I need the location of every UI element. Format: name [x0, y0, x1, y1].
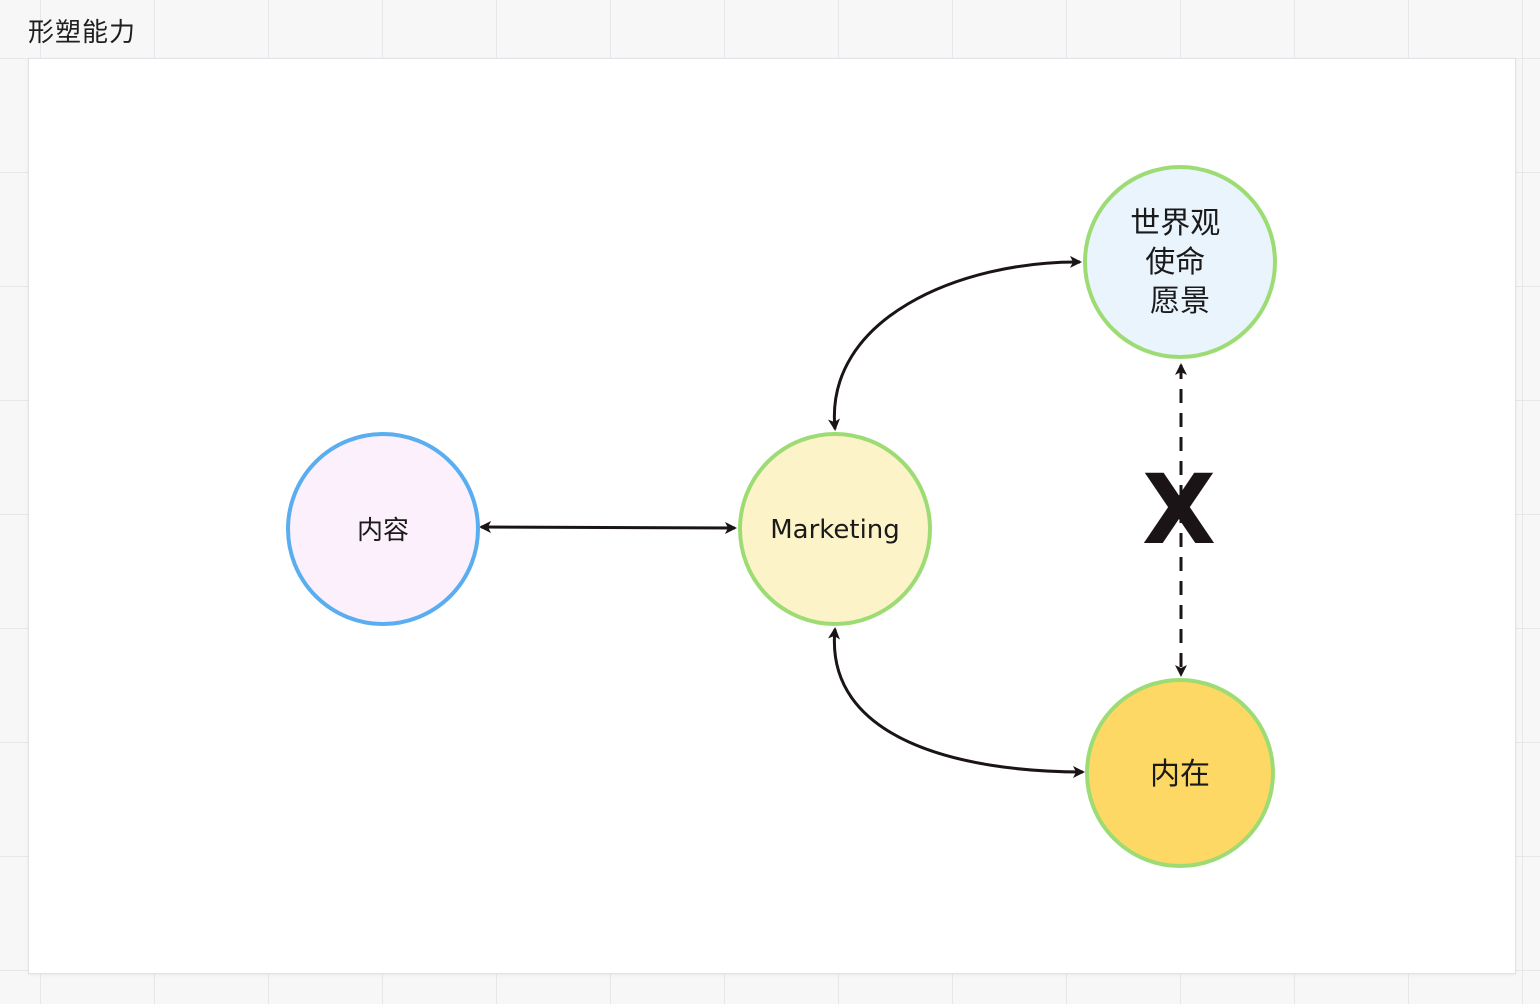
edge-marketing-worldview[interactable]	[828, 255, 1082, 431]
node-worldview-line-2: 使命	[1145, 245, 1205, 280]
node-worldview-line-3: 愿景	[1150, 284, 1210, 319]
node-worldview[interactable]: 世界观 使命 愿景	[1083, 165, 1277, 359]
node-marketing-circle	[738, 432, 932, 626]
node-content[interactable]: 内容	[286, 432, 480, 626]
edge-content-marketing[interactable]	[479, 521, 737, 534]
edge-marketing-inner[interactable]	[828, 627, 1085, 778]
node-worldview-circle	[1083, 165, 1277, 359]
node-worldview-line-1: 世界观	[1130, 206, 1220, 241]
frame-title[interactable]: 形塑能力	[28, 18, 137, 48]
node-inner-label: 内在	[1150, 757, 1210, 792]
diagram-canvas[interactable]: 内容 Marketing 世界观 使命 愿景 内在 X	[28, 58, 1516, 974]
node-content-circle	[286, 432, 480, 626]
node-marketing-label: Marketing	[770, 515, 900, 545]
node-inner[interactable]: 内在	[1085, 678, 1275, 868]
node-content-label: 内容	[357, 516, 409, 546]
node-worldview-label: 世界观 使命 愿景	[1130, 206, 1230, 319]
diagram-svg: 内容 Marketing 世界观 使命 愿景 内在 X	[286, 165, 1277, 868]
node-marketing[interactable]: Marketing	[738, 432, 932, 626]
connector-cross-mark: X	[1142, 454, 1216, 566]
node-inner-circle	[1085, 678, 1275, 868]
